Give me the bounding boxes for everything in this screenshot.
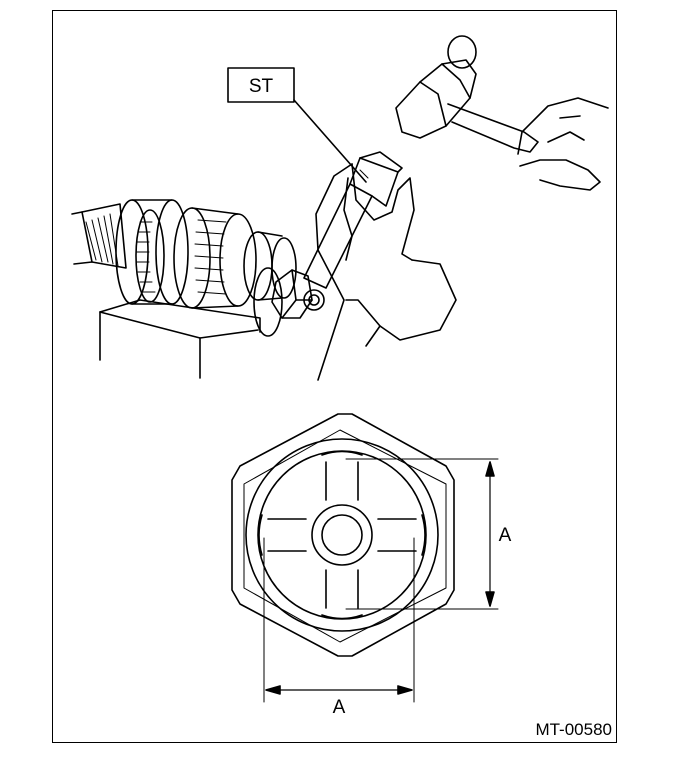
dimension-label-vertical: A — [499, 525, 512, 546]
nut-diagram — [231, 413, 499, 703]
gear-shaft-icon — [71, 199, 325, 379]
chisel-tool-icon — [303, 151, 403, 289]
figure-id: MT-00580 — [535, 720, 612, 739]
callout-leader — [293, 99, 367, 183]
callout-label: ST — [249, 76, 274, 97]
hammer-icon — [395, 35, 539, 153]
dimension-label-horizontal: A — [333, 697, 346, 718]
figure-frame — [52, 10, 617, 743]
lock-nut-icon — [271, 269, 325, 319]
hand-icon — [517, 97, 609, 191]
hand-icon — [315, 163, 457, 381]
callout-box — [227, 67, 295, 103]
